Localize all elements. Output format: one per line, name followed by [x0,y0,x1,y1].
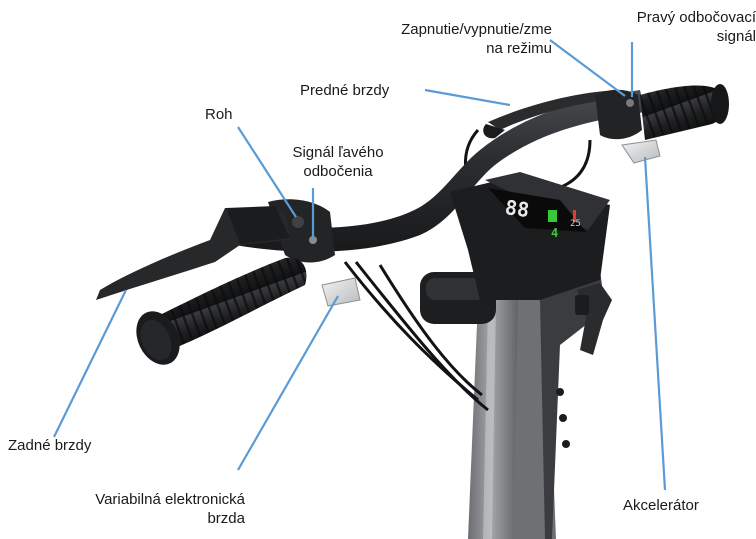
display-battery-indicator [548,210,557,222]
horn-button [292,216,304,228]
label-power-mode-line2: na režimu [330,39,552,58]
leader-front-brake [425,90,510,105]
label-power-mode: Zapnutie/vypnutie/zme na režimu [330,20,552,58]
leader-throttle [645,157,665,490]
display-speed: 88 [504,195,531,222]
right-turn-button [626,99,634,107]
leader-electronic-brake [238,296,338,470]
label-rear-brake: Zadné brzdy [8,436,91,455]
label-electronic-brake-line2: brzda [20,509,245,528]
label-electronic-brake-line1: Variabilná elektronická [20,490,245,509]
right-grip [640,84,729,140]
label-electronic-brake: Variabilná elektronická brzda [20,490,245,528]
label-right-turn: Pravý odbočovací signál [590,8,756,46]
label-right-turn-line2: signál [590,27,756,46]
throttle-paddle [622,140,660,163]
electronic-brake-paddle [322,278,360,306]
leader-power-mode [550,40,625,96]
right-control-pod [595,90,642,139]
label-horn: Roh [205,105,233,124]
display-mode: 25 [570,219,581,229]
label-right-turn-line1: Pravý odbočovací [590,8,756,27]
leader-rear-brake [54,290,126,437]
label-power-mode-line1: Zapnutie/vypnutie/zme [330,20,552,39]
label-left-turn-line2: odbočenia [272,162,404,181]
display-level: 4 [551,226,558,240]
label-left-turn-line1: Signál ľavého [272,143,404,162]
label-left-turn: Signál ľavého odbočenia [272,143,404,181]
label-throttle: Akcelerátor [623,496,699,515]
label-front-brake: Predné brzdy [300,81,389,100]
